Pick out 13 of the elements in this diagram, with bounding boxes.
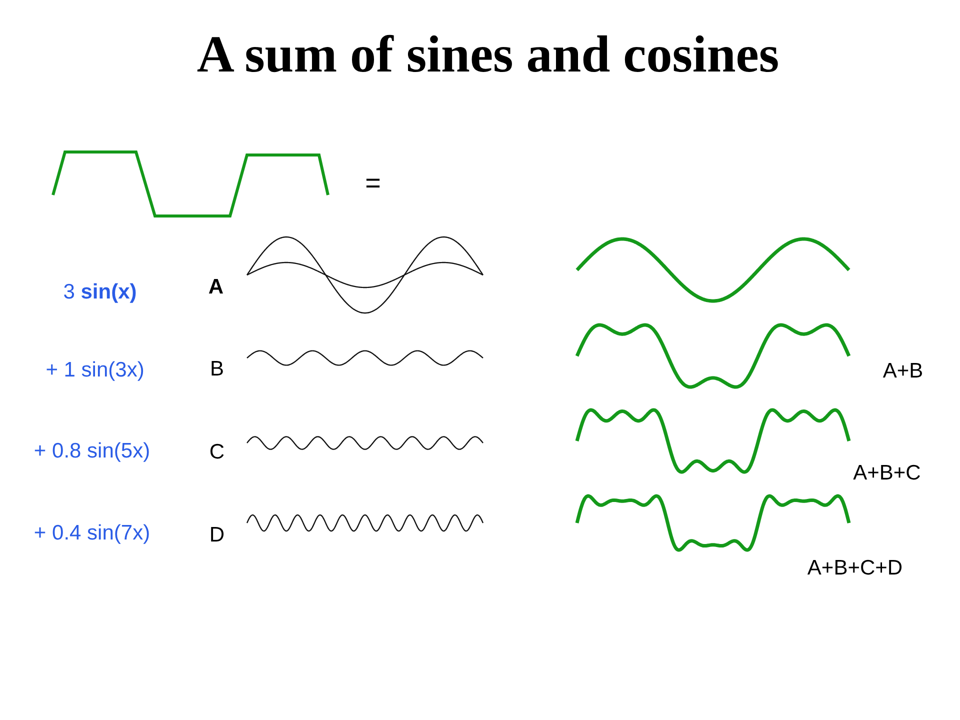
formula-label: 3 sin(x): [63, 279, 137, 305]
equals-sign: =: [365, 166, 381, 200]
wave-letter-label: A: [208, 274, 224, 300]
sum-label: A+B: [882, 358, 924, 384]
wave-letter-label: D: [209, 522, 225, 548]
title: A sum of sines and cosines: [196, 26, 780, 84]
formula-label: + 0.4 sin(7x): [34, 520, 150, 546]
formula-label: + 0.8 sin(5x): [34, 438, 150, 464]
wave-letter-label: B: [210, 356, 224, 382]
formula-label: + 1 sin(3x): [46, 357, 144, 383]
sum-label: A+B+C: [853, 460, 921, 486]
wave-letter-label: C: [209, 439, 225, 465]
sum-label: A+B+C+D: [807, 555, 903, 581]
